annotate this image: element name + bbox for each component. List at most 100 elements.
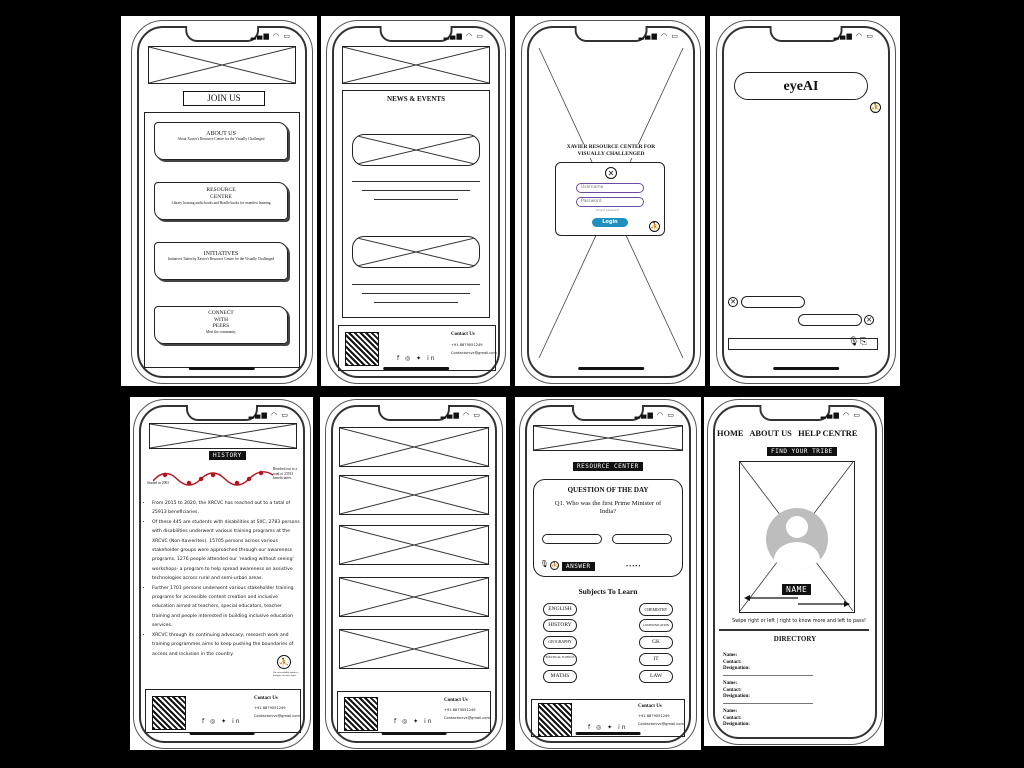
- subjects-title: Subjects To Learn: [578, 587, 638, 596]
- subject-maths[interactable]: MATHS: [543, 670, 577, 683]
- subject-history[interactable]: HISTORY: [543, 619, 577, 632]
- swipe-instruction: Swipe right or left | right to know more…: [732, 619, 866, 624]
- phone-frame: ▂▄▆ ◠ ▭ RESOURCE CENTER QUESTION OF THE …: [519, 399, 697, 749]
- accessibility-icon[interactable]: ⛹: [277, 655, 291, 669]
- top-nav: HOME ABOUT US HELP CENTRE: [717, 429, 877, 438]
- entry-designation-label: Designation:: [723, 694, 750, 699]
- entry-name-label: Name:: [723, 653, 738, 658]
- text-line: [362, 293, 470, 294]
- login-button[interactable]: Login: [592, 218, 628, 227]
- subject-law[interactable]: LAW: [639, 670, 673, 683]
- gallery-image-4[interactable]: [339, 577, 489, 617]
- card-desc: Meet the community: [206, 329, 236, 334]
- initiatives-card[interactable]: INITIATIVES Initiatives Taken by Xavier'…: [154, 242, 288, 280]
- status-icons: ▂▄▆ ◠ ▭: [638, 32, 679, 40]
- history-bullets: From 2015 to 2020, the XRCVC has reached…: [143, 499, 300, 659]
- contact-phone: +91 8879051249: [451, 343, 483, 347]
- avatar: [766, 508, 828, 570]
- entry-contact-label: Contact:: [723, 687, 742, 693]
- social-icons[interactable]: f ◎ ✦ in: [588, 724, 628, 731]
- option-1[interactable]: [542, 534, 602, 544]
- qr-code-image: [344, 697, 378, 731]
- divider: [723, 675, 813, 676]
- screen-join-us: ▂▄▆ ◠ ▭ JOIN US ABOUT US About Xavier's …: [121, 16, 317, 386]
- contact-title: Contact Us: [638, 704, 662, 709]
- subject-gk[interactable]: GK: [639, 636, 673, 649]
- profile-card[interactable]: NAME: [739, 461, 855, 613]
- qotd-title: QUESTION OF THE DAY: [567, 486, 649, 494]
- entry-contact-label: Contact:: [723, 715, 742, 721]
- news-image-2[interactable]: [352, 236, 480, 268]
- gallery-image-5[interactable]: [339, 629, 489, 669]
- join-us-button[interactable]: JOIN US: [183, 91, 265, 106]
- option-2[interactable]: [612, 534, 672, 544]
- card-desc: Initiatives Taken by Xavier's Resource C…: [167, 257, 275, 261]
- bot-avatar-icon: ✕: [728, 297, 738, 307]
- phone-frame: ▂▄▆ ◠ ▭ JOIN US ABOUT US About Xavier's …: [131, 20, 313, 384]
- subject-geography[interactable]: GEOGRAPHY: [543, 636, 577, 649]
- subject-communication[interactable]: COMMUNICATION: [639, 619, 673, 632]
- about-us-card[interactable]: ABOUT US About Xavier's Resource Centre …: [154, 122, 288, 160]
- accessibility-icon[interactable]: ⛹: [550, 561, 559, 570]
- home-indicator: [381, 732, 447, 735]
- directory-entry: Name: Contact: Designation:: [723, 653, 750, 673]
- user-avatar-icon: ✕: [864, 315, 874, 325]
- gallery-image-3[interactable]: [339, 525, 489, 565]
- banner-image-placeholder: [149, 423, 297, 449]
- history-badge: HISTORY: [209, 451, 246, 460]
- timeline-note-right: Reached out to a total of 25913 benefici…: [273, 467, 298, 480]
- footer: Contact Us +91 8879051249 Contactxrcvc@g…: [337, 691, 491, 733]
- social-icons[interactable]: f ◎ ✦ in: [394, 718, 434, 725]
- directory-entry: Name: Contact: Designation:: [723, 709, 750, 729]
- entry-name-label: Name:: [723, 709, 738, 714]
- qr-code-image: [538, 703, 572, 737]
- divider: [723, 703, 813, 704]
- nav-about-us[interactable]: ABOUT US: [749, 429, 792, 438]
- status-icons: ▂▄▆ ◠ ▭: [833, 32, 874, 40]
- subject-political-science[interactable]: POLITICAL SCIENCE: [543, 653, 577, 666]
- mic-icon[interactable]: 🎙: [540, 560, 549, 568]
- answer-badge[interactable]: ANSWER: [562, 562, 595, 571]
- subject-it[interactable]: IT: [639, 653, 673, 666]
- contact-title: Contact Us: [444, 698, 468, 703]
- nav-home[interactable]: HOME: [717, 429, 744, 438]
- social-icons[interactable]: f ◎ ✦ in: [397, 355, 437, 362]
- home-indicator: [189, 732, 255, 735]
- news-image-1[interactable]: [352, 134, 480, 166]
- text-line: [374, 302, 458, 303]
- gallery-image-2[interactable]: [339, 475, 489, 515]
- user-message-bubble: [798, 314, 862, 326]
- accessibility-icon[interactable]: ⛹: [649, 221, 660, 232]
- footer: Contact Us +91 8879051249 Contactxrcvc@g…: [531, 699, 685, 737]
- forgot-password-link[interactable]: Forgot password: [596, 208, 620, 212]
- pagination-dots: •••••: [626, 564, 642, 570]
- card-title: CONNECT WITH PEERS: [208, 310, 234, 329]
- name-badge: NAME: [782, 584, 812, 595]
- password-input[interactable]: Password: [576, 197, 644, 207]
- accessibility-icon[interactable]: ⛹: [870, 102, 881, 113]
- bullet-item: XRCVC through its continuing advocacy, r…: [152, 631, 300, 659]
- username-input[interactable]: Username: [576, 183, 644, 193]
- contact-email: Contactxrcvc@gmail.com: [444, 716, 490, 720]
- social-icons[interactable]: f ◎ ✦ in: [202, 718, 242, 725]
- footer: Contact Us +91 8879051249 Contactxrcvc@g…: [145, 689, 301, 733]
- paperclip-icon[interactable]: ⎘: [860, 337, 868, 347]
- gallery-image-1[interactable]: [339, 427, 489, 467]
- home-indicator: [188, 367, 256, 370]
- screen-resource-center: ▂▄▆ ◠ ▭ RESOURCE CENTER QUESTION OF THE …: [515, 397, 701, 750]
- find-tribe-badge: FIND YOUR TRIBE: [767, 447, 837, 456]
- connect-peers-card[interactable]: CONNECT WITH PEERS Meet the community: [154, 306, 288, 344]
- message-input[interactable]: [728, 338, 878, 350]
- entry-name-label: Name:: [723, 681, 738, 686]
- subject-chemistry[interactable]: CHEMISTRY: [639, 603, 673, 616]
- question-text: Q1. Who was the first Prime Minister of …: [554, 500, 662, 515]
- contact-phone: +91 8879051249: [444, 708, 476, 712]
- notch: [185, 405, 259, 421]
- subject-english[interactable]: ENGLISH: [543, 603, 577, 616]
- footer: Contact Us +91 8879051249 Contactxrcvc@g…: [338, 325, 497, 371]
- status-icons: ▂▄▆ ◠ ▭: [443, 32, 484, 40]
- mic-icon[interactable]: 🎙: [848, 337, 860, 347]
- banner-image-placeholder: [533, 425, 683, 451]
- resource-centre-card[interactable]: RESOURCE CENTRE Library housing audio bo…: [154, 182, 288, 220]
- nav-help-centre[interactable]: HELP CENTRE: [798, 429, 858, 438]
